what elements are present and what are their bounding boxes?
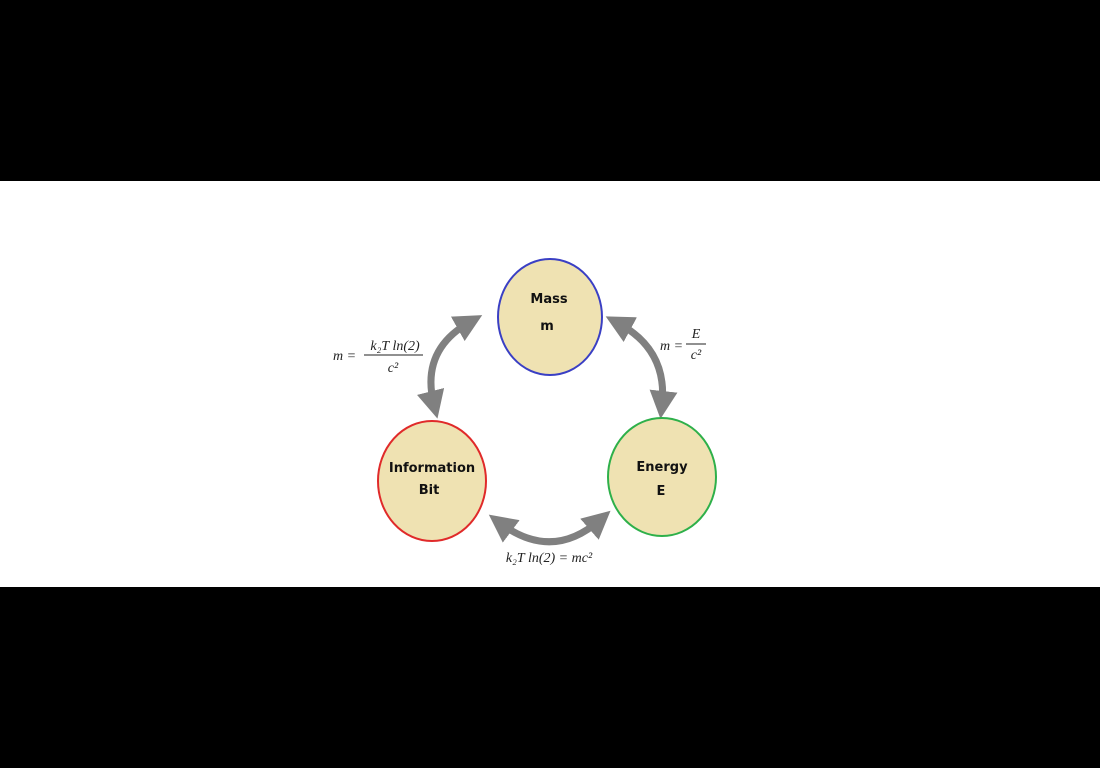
equation-information-energy: k₂T ln(2) = mc² — [506, 551, 593, 566]
equation-denominator: c² — [388, 361, 399, 376]
equation-denominator: c² — [691, 348, 702, 363]
node-mass-symbol: m — [540, 319, 554, 334]
node-energy-title: Energy — [636, 460, 688, 475]
mass-energy-information-diagram: Mass m Information Bit Energy E m = k₂T … — [333, 258, 717, 566]
diagram-canvas: Mass m Information Bit Energy E m = k₂T … — [0, 181, 1100, 587]
arrow-information-energy — [488, 510, 611, 546]
node-information: Information Bit — [377, 420, 487, 542]
node-mass-title: Mass — [530, 292, 567, 307]
equation-numerator: E — [691, 327, 701, 342]
equation-numerator: k₂T ln(2) — [370, 339, 420, 354]
node-energy: Energy E — [607, 417, 717, 537]
equation-lhs: m = — [333, 349, 356, 364]
equation-mass-energy: m = E c² — [660, 327, 706, 363]
node-information-symbol: Bit — [419, 483, 440, 498]
node-mass: Mass m — [497, 258, 603, 376]
equation-lhs: m = — [660, 339, 683, 354]
node-information-title: Information — [389, 461, 475, 476]
arrow-mass-energy — [605, 316, 678, 419]
equation-mass-information: m = k₂T ln(2) c² — [333, 339, 423, 376]
arrow-mass-information — [416, 315, 483, 419]
node-energy-symbol: E — [657, 484, 666, 499]
